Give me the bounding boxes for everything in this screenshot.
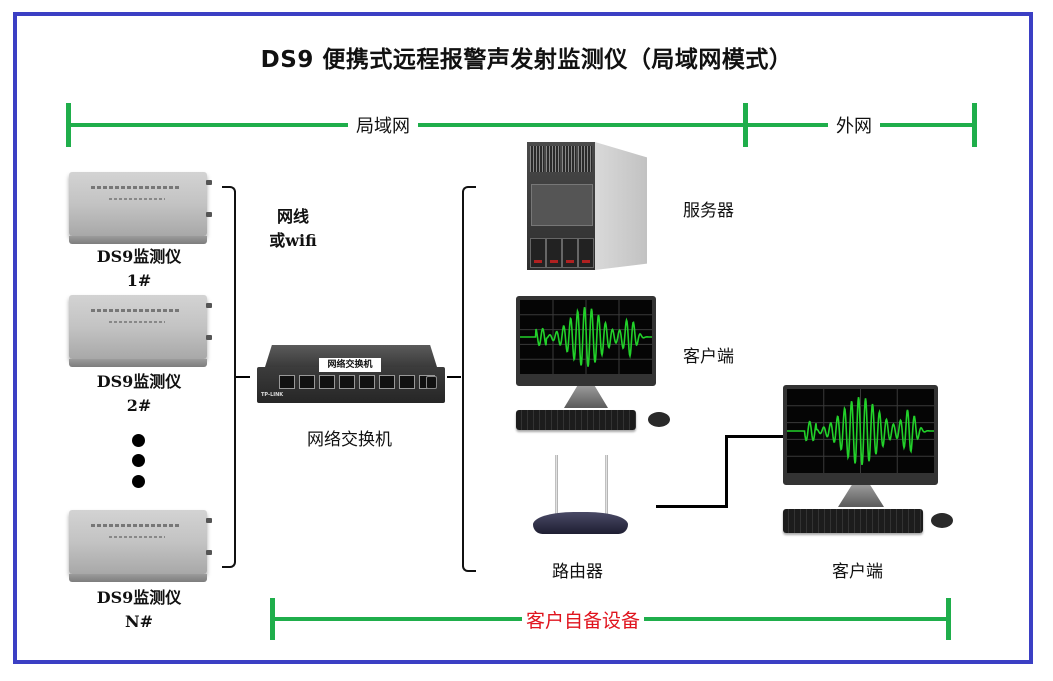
client-wan-screen bbox=[783, 385, 938, 485]
monitor-index: N# bbox=[124, 612, 154, 631]
ds9-monitor-n-label: DS9监测仪 N# bbox=[69, 586, 209, 634]
ellipsis-dot bbox=[132, 434, 145, 447]
waveform-path bbox=[520, 307, 652, 367]
switch-ports bbox=[279, 375, 435, 389]
connection-line1: 网线 bbox=[276, 207, 309, 226]
monitor-name: DS9监测仪 bbox=[96, 372, 182, 391]
ds9-monitor-1-image bbox=[69, 172, 212, 244]
waveform-wan bbox=[787, 389, 934, 473]
switch-label: 网络交换机 bbox=[307, 430, 392, 450]
ds9-monitor-n-image bbox=[69, 510, 212, 582]
diagram-frame bbox=[13, 12, 1033, 664]
router-label: 路由器 bbox=[552, 562, 603, 582]
connection-line2: 或wifi bbox=[269, 231, 317, 250]
wan-label: 外网 bbox=[828, 112, 880, 138]
lan-wan-divider-tick bbox=[743, 103, 748, 147]
monitor-index: 1# bbox=[126, 271, 152, 290]
connection-label: 网线 或wifi bbox=[258, 205, 328, 253]
waveform-lan bbox=[520, 300, 652, 374]
ds9-monitor-1-label: DS9监测仪 1# bbox=[69, 245, 209, 293]
server-image bbox=[527, 142, 647, 272]
customer-label: 客户自备设备 bbox=[522, 606, 645, 633]
client-lan-screen bbox=[516, 296, 656, 386]
server-label: 服务器 bbox=[683, 201, 734, 221]
monitor-name: DS9监测仪 bbox=[96, 588, 182, 607]
client-wan-label: 客户端 bbox=[832, 562, 883, 582]
lan-label: 局域网 bbox=[348, 112, 418, 138]
client-lan-label: 客户端 bbox=[683, 347, 734, 367]
switch-power-port bbox=[426, 376, 437, 389]
ellipsis-dot bbox=[132, 475, 145, 488]
monitor-index: 2# bbox=[126, 396, 152, 415]
switch-sticker: 网络交换机 bbox=[319, 358, 381, 372]
waveform-path bbox=[787, 397, 934, 466]
customer-end-tick bbox=[946, 598, 951, 640]
client-wan-image bbox=[783, 385, 953, 535]
ellipsis-dot bbox=[132, 454, 145, 467]
network-switch-image: 网络交换机 TP-LINK bbox=[257, 345, 445, 407]
router-image bbox=[533, 455, 628, 535]
monitor-name: DS9监测仪 bbox=[96, 247, 182, 266]
client-lan-image bbox=[516, 296, 676, 436]
ds9-monitor-2-label: DS9监测仪 2# bbox=[69, 370, 209, 418]
ds9-monitor-2-image bbox=[69, 295, 212, 367]
diagram-title: DS9 便携式远程报警声发射监测仪（局域网模式） bbox=[260, 47, 793, 73]
wan-end-tick bbox=[972, 103, 977, 147]
switch-brand: TP-LINK bbox=[261, 392, 284, 398]
